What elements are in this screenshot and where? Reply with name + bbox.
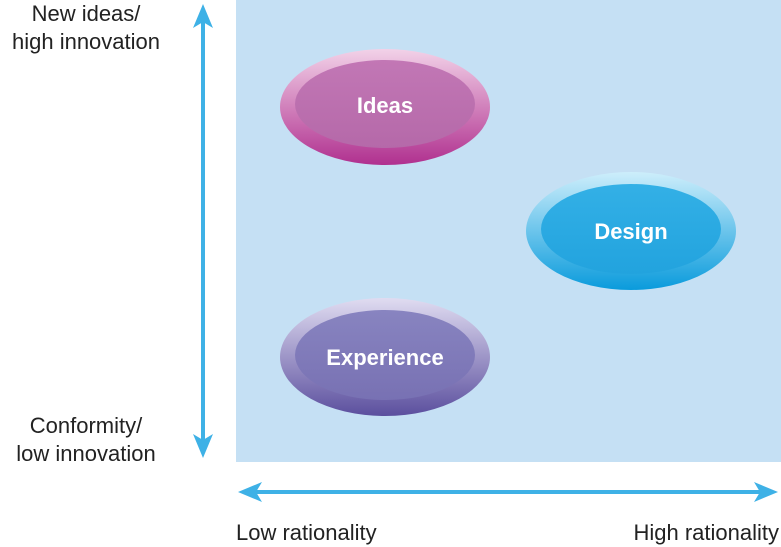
experience-node: Experience — [280, 298, 490, 416]
y-axis-top-line-2: high innovation — [11, 29, 160, 54]
y-axis-top-label: New ideas/ high innovation — [0, 0, 172, 56]
vertical-double-arrow — [193, 4, 213, 458]
design-node: Design — [526, 172, 736, 290]
horizontal-double-arrow — [238, 482, 778, 502]
design-label: Design — [594, 219, 667, 244]
y-axis-bottom-line-1: Conformity/ — [29, 413, 143, 438]
ideas-node: Ideas — [280, 49, 490, 165]
x-axis-right-label: High rationality — [633, 520, 779, 545]
experience-label: Experience — [326, 345, 443, 370]
ideas-label: Ideas — [357, 93, 413, 118]
y-axis-top-line-1: New ideas/ — [31, 1, 141, 26]
y-axis-bottom-line-2: low innovation — [16, 441, 156, 466]
y-axis-bottom-label: Conformity/ low innovation — [0, 412, 172, 468]
x-axis-left-label: Low rationality — [236, 520, 377, 545]
